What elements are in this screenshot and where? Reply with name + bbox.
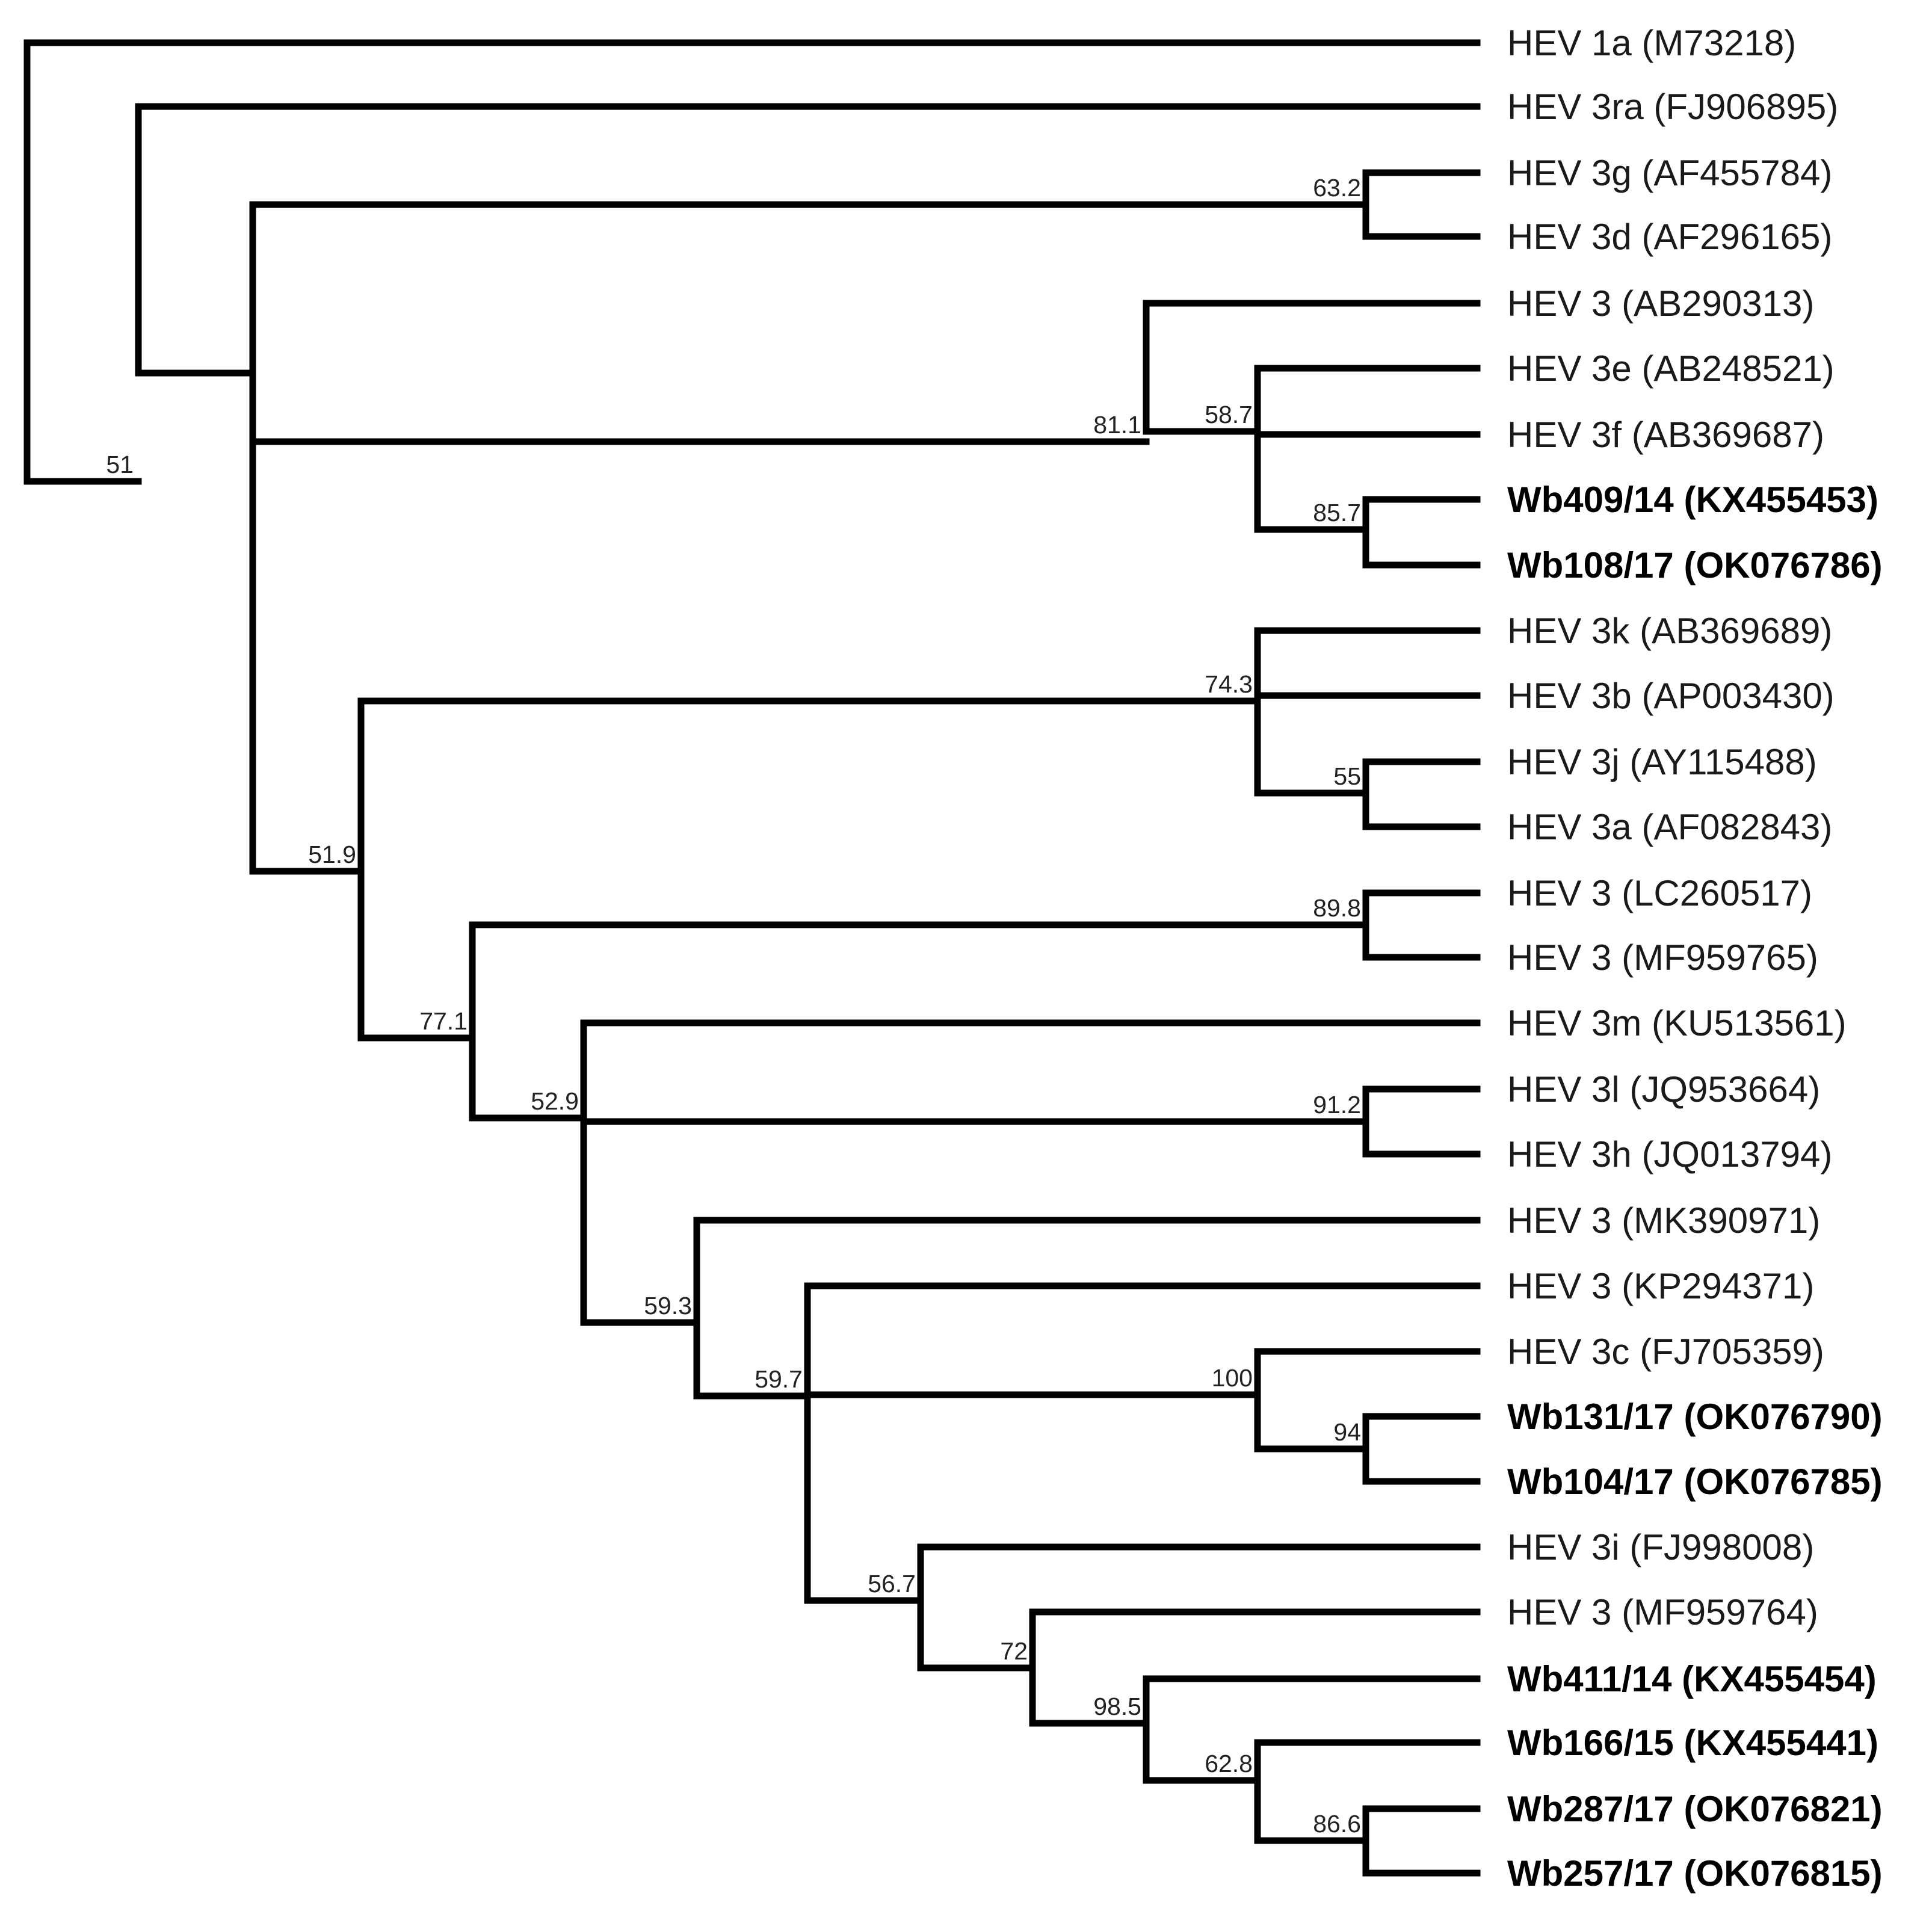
tip-label: HEV 3l (JQ953664)	[1507, 1069, 1820, 1110]
tip-label: Wb108/17 (OK076786)	[1507, 545, 1883, 585]
tip-label: HEV 3e (AB248521)	[1507, 348, 1835, 389]
tip-label: Wb104/17 (OK076785)	[1507, 1462, 1883, 1502]
tip-label: HEV 3a (AF082843)	[1507, 807, 1832, 847]
support-value: 63.2	[1313, 174, 1361, 202]
support-value: 74.3	[1205, 670, 1253, 698]
support-value: 52.9	[531, 1087, 579, 1115]
tip-label: Wb409/14 (KX455453)	[1507, 480, 1878, 520]
support-value: 55	[1333, 762, 1361, 790]
tip-label: HEV 3g (AF455784)	[1507, 153, 1832, 193]
support-value: 72	[1000, 1637, 1028, 1665]
support-value: 77.1	[419, 1007, 468, 1035]
tip-label: Wb257/17 (OK076815)	[1507, 1853, 1883, 1894]
support-value: 51.9	[308, 841, 356, 868]
tip-label: HEV 3b (AP003430)	[1507, 676, 1835, 716]
tip-label: Wb411/14 (KX455454)	[1507, 1659, 1877, 1699]
support-value: 98.5	[1093, 1693, 1141, 1720]
tip-label: HEV 3k (AB369689)	[1507, 611, 1832, 651]
support-value: 94	[1333, 1418, 1361, 1446]
tip-label: HEV 3 (MK390971)	[1507, 1200, 1820, 1241]
tip-label: HEV 3f (AB369687)	[1507, 415, 1824, 455]
tip-label: HEV 3 (MF959765)	[1507, 937, 1818, 978]
support-value: 59.3	[644, 1292, 692, 1320]
support-value: 59.7	[755, 1365, 803, 1393]
tip-labels: HEV 1a (M73218) HEV 3ra (FJ906895) HEV 3g …	[1507, 23, 1883, 1894]
support-value: 56.7	[868, 1570, 916, 1598]
support-value: 91.2	[1313, 1091, 1361, 1119]
support-value: 100	[1212, 1364, 1253, 1392]
support-value: 51	[106, 451, 134, 478]
tip-label: HEV 3c (FJ705359)	[1507, 1332, 1824, 1372]
tip-label: HEV 3i (FJ998008)	[1507, 1527, 1814, 1567]
support-value: 89.8	[1313, 894, 1361, 922]
tip-label: HEV 3ra (FJ906895)	[1507, 87, 1838, 127]
tip-label: HEV 3 (KP294371)	[1507, 1266, 1814, 1306]
tip-label: HEV 1a (M73218)	[1507, 23, 1796, 63]
support-value: 86.6	[1313, 1810, 1361, 1838]
tip-label: HEV 3 (AB290313)	[1507, 283, 1814, 324]
tip-label: HEV 3h (JQ013794)	[1507, 1134, 1832, 1175]
tip-label: Wb287/17 (OK076821)	[1507, 1789, 1883, 1829]
tip-label: HEV 3d (AF296165)	[1507, 217, 1832, 257]
support-values: 51 63.2 81.1 58.7 85.7 51.9 74.3 55 77.1 89.8 52.9…	[106, 174, 1361, 1838]
tip-label: Wb166/15 (KX455441)	[1507, 1723, 1878, 1763]
support-value: 62.8	[1205, 1750, 1253, 1777]
support-value: 85.7	[1313, 499, 1361, 526]
tip-label: HEV 3j (AY115488)	[1507, 742, 1817, 782]
tip-label: HEV 3m (KU513561)	[1507, 1003, 1847, 1043]
support-value: 81.1	[1093, 411, 1141, 439]
tip-label: Wb131/17 (OK076790)	[1507, 1397, 1883, 1437]
support-value: 58.7	[1205, 401, 1253, 428]
tip-label: HEV 3 (LC260517)	[1507, 873, 1812, 913]
tree-branches	[23, 39, 1481, 1877]
tip-label: HEV 3 (MF959764)	[1507, 1592, 1818, 1632]
